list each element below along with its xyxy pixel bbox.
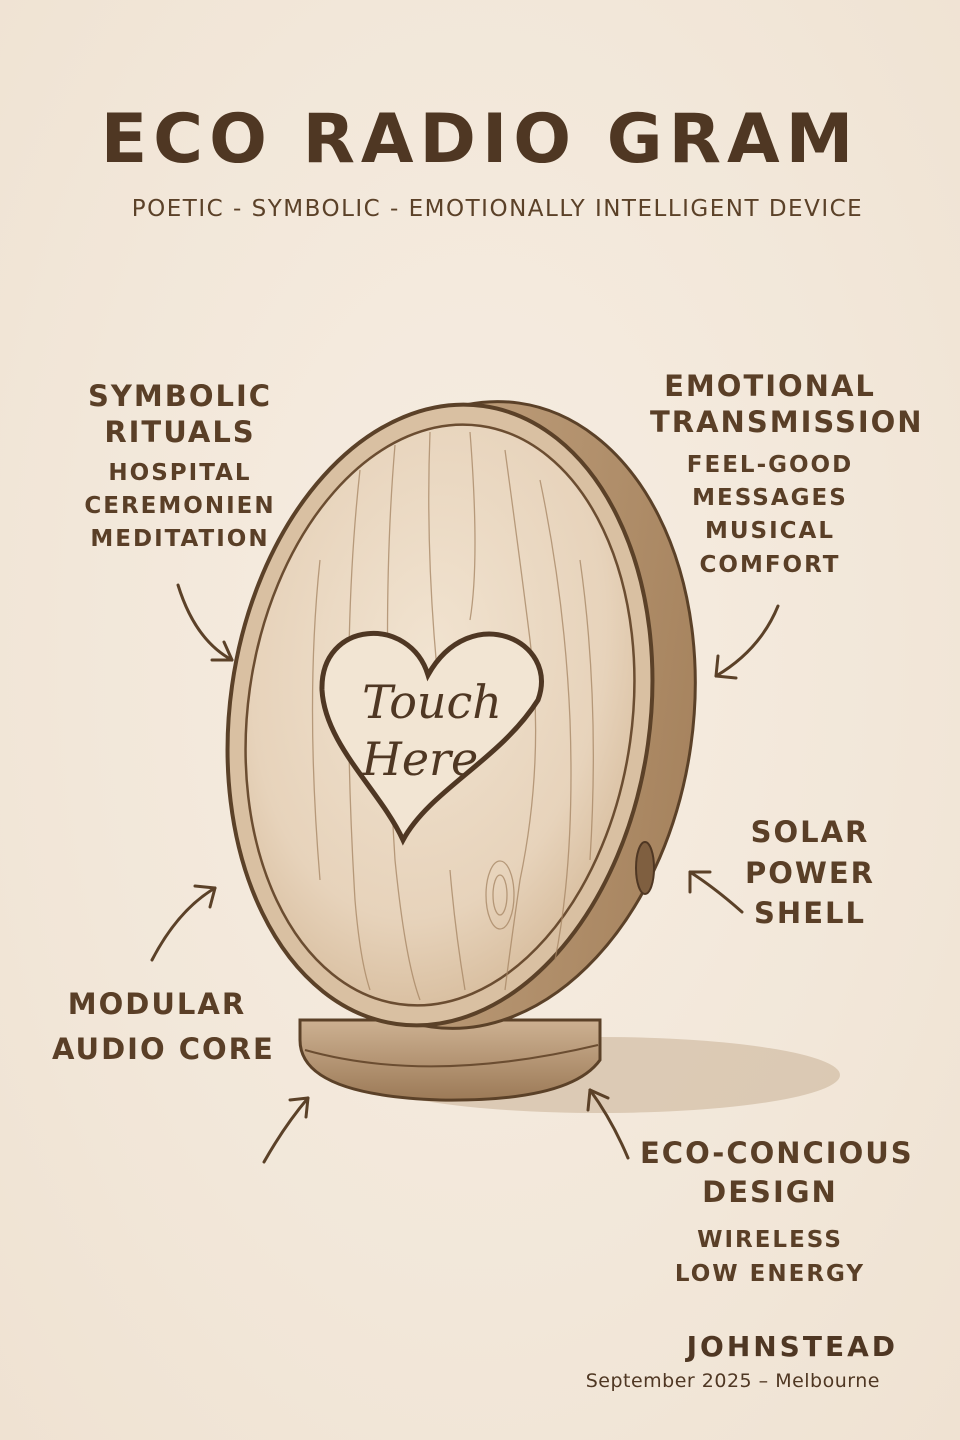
page-subtitle: POETIC - SYMBOLIC - EMOTIONALLY INTELLIG… — [131, 196, 864, 222]
arrow-emotional — [714, 604, 780, 680]
label-modular-audio-core: MODULAR AUDIO CORE — [52, 980, 275, 1070]
modular-line: MODULAR — [67, 987, 247, 1021]
arrow-modular — [150, 884, 217, 962]
emotional-item: MUSICAL — [704, 518, 836, 545]
arrow-base — [262, 1096, 310, 1164]
arrow-eco — [586, 1088, 630, 1160]
eco-head-1: ECO-CONCIOUS — [640, 1136, 914, 1170]
emotional-item: MESSAGES — [692, 484, 848, 511]
emotional-item: COMFORT — [699, 551, 841, 578]
symbolic-item: HOSPITAL — [108, 459, 252, 486]
touch-text-line2: Here — [361, 732, 479, 786]
modular-line: AUDIO CORE — [52, 1032, 275, 1067]
arrow-solar — [688, 870, 744, 914]
signature: JOHNSTEAD — [686, 1330, 898, 1363]
symbolic-head-2: RITUALS — [104, 415, 256, 450]
label-eco-design: ECO-CONCIOUS DESIGN WIRELESS LOW ENERGY — [640, 1134, 914, 1291]
device-base — [298, 1018, 602, 1102]
label-emotional-transmission: EMOTIONAL TRANSMISSION FEEL-GOOD MESSAGE… — [650, 368, 924, 582]
shell-slot — [635, 841, 655, 895]
label-symbolic-rituals: SYMBOLIC RITUALS HOSPITAL CEREMONIEN MED… — [80, 378, 280, 557]
date-location: September 2025 – Melbourne — [585, 1370, 880, 1392]
label-solar-power-shell: SOLAR POWER SHELL — [740, 812, 880, 934]
symbolic-item: MEDITATION — [90, 526, 270, 553]
touch-text-line1: Touch — [362, 675, 502, 729]
solar-line: POWER — [744, 855, 876, 890]
emotional-item: FEEL-GOOD — [686, 451, 854, 478]
arrow-symbolic — [176, 583, 234, 662]
solar-line: SOLAR — [750, 815, 870, 849]
solar-line: SHELL — [754, 896, 866, 931]
emotional-head-1: EMOTIONAL — [664, 369, 876, 403]
emotional-head-2: TRANSMISSION — [650, 405, 924, 440]
touch-heart — [319, 630, 544, 846]
symbolic-item: CEREMONIEN — [84, 492, 276, 519]
symbolic-head-1: SYMBOLIC — [87, 379, 273, 413]
eco-head-2: DESIGN — [702, 1175, 838, 1210]
eco-item: LOW ENERGY — [674, 1260, 866, 1287]
page-title: ECO RADIO GRAM — [100, 100, 860, 179]
eco-item: WIRELESS — [697, 1227, 843, 1254]
